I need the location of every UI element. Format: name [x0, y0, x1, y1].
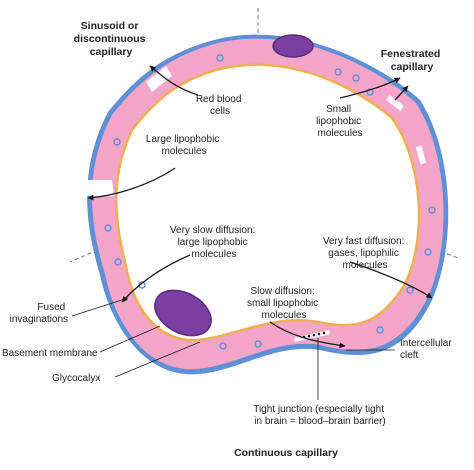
nucleus-top	[272, 34, 314, 58]
label-slow-diffusion: Slow diffusion: small lipophobic molecul…	[247, 286, 321, 321]
arrow-fenestrated-top	[394, 85, 409, 101]
leader-fused	[71, 297, 129, 317]
arrow-rbc-exit	[149, 65, 199, 96]
label-glycocalyx: Glycocalyx	[52, 373, 100, 384]
arrow-small-lipo-exit	[339, 77, 401, 99]
label-very-slow-diffusion: Very slow diffusion: large lipophobic mo…	[170, 225, 258, 260]
fenestration-1	[386, 95, 404, 111]
intercellular-cleft-gap	[293, 330, 331, 342]
leader-glycocalyx	[114, 341, 201, 378]
capillary-wall	[86, 34, 449, 375]
title-continuous: Continuous capillary	[234, 447, 338, 459]
arrow-slow-exit	[269, 321, 346, 349]
sinusoid-gap-upper	[146, 66, 172, 92]
label-very-fast-diffusion: Very fast diffusion: gases, lipophilic m…	[323, 236, 407, 271]
title-sinusoid: Sinusoid or discontinuous capillary	[74, 20, 149, 58]
flow-arrows	[87, 65, 433, 349]
sinusoid-gap-lower	[86, 180, 114, 196]
label-fused-invaginations: Fused invaginations	[10, 302, 68, 325]
arrow-very-slow-exit	[121, 254, 191, 303]
fenestration-2	[415, 145, 427, 165]
leader-lines	[71, 297, 395, 400]
label-small-lipophobic: Small lipophobic molecules	[316, 104, 364, 139]
arrow-large-lipo-exit	[87, 167, 176, 201]
arrow-very-fast-exit	[349, 261, 433, 299]
lumen	[115, 63, 421, 342]
label-large-lipophobic: Large lipophobic molecules	[146, 134, 222, 157]
label-intercellular-cleft: Intercellular cleft	[400, 338, 454, 361]
label-basement-membrane: Basement membrane	[2, 348, 98, 359]
label-red-blood-cells: Red blood cells	[196, 94, 244, 117]
title-fenestrated: Fenestrated capillary	[381, 48, 443, 73]
label-tight-junction: Tight junction (especially tight in brai…	[253, 404, 387, 427]
vesicles	[104, 54, 436, 350]
nucleus-bottom	[154, 289, 212, 337]
leader-basement	[99, 325, 161, 353]
